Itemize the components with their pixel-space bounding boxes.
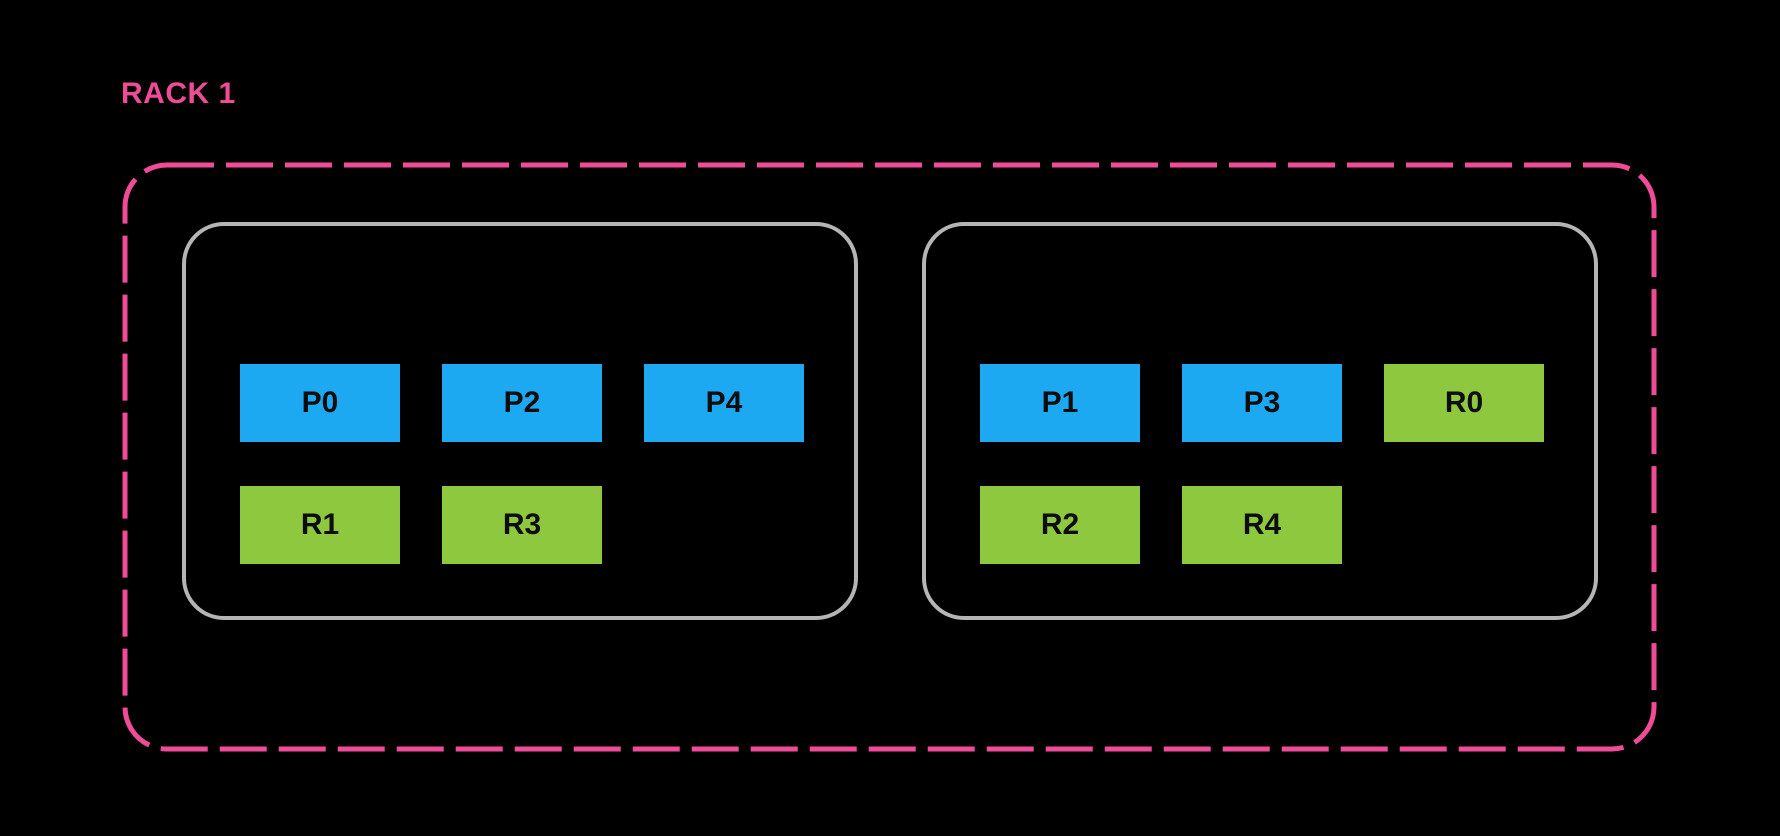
slot-p2: P2	[442, 364, 602, 442]
rack-boundary-dashed-border	[122, 162, 1657, 752]
slot-r1: R1	[240, 486, 400, 564]
slot-p1: P1	[980, 364, 1140, 442]
node-2-replica-row: R2 R4	[980, 486, 1594, 564]
node-1-replica-row: R1 R3	[240, 486, 854, 564]
node-2: P1 P3 R0 R2 R4	[922, 222, 1598, 620]
slot-r4: R4	[1182, 486, 1342, 564]
node-1-primary-row: P0 P2 P4	[240, 364, 854, 442]
slot-p3: P3	[1182, 364, 1342, 442]
slot-r0: R0	[1384, 364, 1544, 442]
rack-title: RACK 1	[121, 77, 236, 110]
slot-r2: R2	[980, 486, 1140, 564]
slot-p0: P0	[240, 364, 400, 442]
slot-p4: P4	[644, 364, 804, 442]
node-2-top-row: P1 P3 R0	[980, 364, 1594, 442]
node-1: P0 P2 P4 R1 R3	[182, 222, 858, 620]
slot-r3: R3	[442, 486, 602, 564]
